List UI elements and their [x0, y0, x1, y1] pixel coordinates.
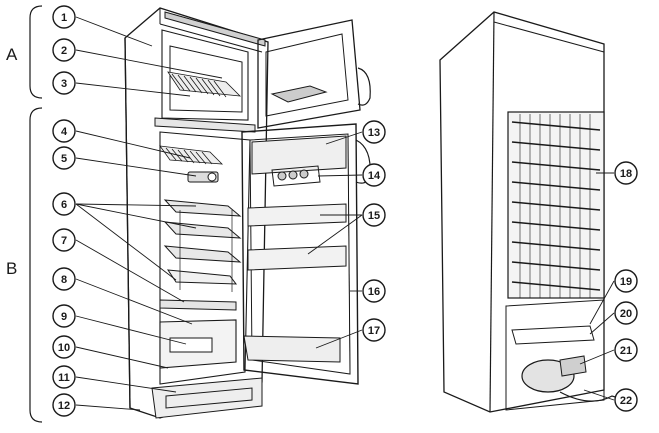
callout-number: 6 — [61, 199, 67, 211]
callout-number: 16 — [368, 286, 380, 298]
callout-5: 5 — [52, 146, 76, 170]
egg-cup — [277, 171, 287, 181]
compartment-separator — [154, 117, 256, 133]
cabinet-side — [124, 37, 131, 409]
callout-6: 6 — [52, 192, 76, 216]
fridge-door-inner — [249, 133, 351, 375]
callout-19: 19 — [614, 269, 638, 293]
section-label-a: A — [6, 45, 18, 64]
bracket-a — [29, 5, 43, 99]
callout-number: 4 — [61, 126, 68, 138]
callout-number: 19 — [620, 276, 632, 288]
door-shelf-bottle — [243, 335, 341, 363]
callout-number: 11 — [58, 372, 70, 384]
dairy-compartment — [251, 135, 347, 175]
fridge-rear — [439, 11, 631, 413]
glass-shelves — [163, 199, 242, 292]
callout-number: 21 — [620, 345, 632, 357]
rear-side-edge — [489, 11, 495, 413]
crisper-handle — [169, 337, 213, 353]
callout-number: 10 — [58, 342, 70, 354]
callout-18: 18 — [614, 161, 638, 185]
callout-number: 8 — [61, 274, 67, 286]
callout-4: 4 — [52, 119, 76, 143]
section-brackets: A B — [6, 5, 43, 423]
freezer-shelf-grid — [167, 71, 242, 98]
freezer-door-handle — [357, 67, 371, 106]
callout-number: 15 — [368, 210, 380, 222]
callout-3: 3 — [52, 71, 76, 95]
callout-number: 17 — [368, 325, 380, 337]
fridge-front — [124, 7, 269, 419]
ice-tray — [270, 85, 328, 103]
callout-number: 18 — [620, 168, 632, 180]
compressor-bay — [505, 299, 605, 411]
top-hinge-strip — [164, 11, 266, 47]
fridge-door — [241, 123, 371, 385]
condenser-wires — [519, 114, 591, 298]
egg-tray — [271, 165, 321, 187]
freezer-back — [169, 45, 243, 113]
freezer-door — [257, 19, 371, 129]
leader-lines — [75, 16, 615, 411]
callout-16: 16 — [362, 279, 386, 303]
callout-number: 14 — [368, 170, 381, 182]
drip-tray — [511, 325, 595, 345]
callout-20: 20 — [614, 301, 638, 325]
compressor-relay — [559, 355, 587, 377]
cabinet-top — [159, 8, 263, 53]
freezer-door-outline — [257, 19, 361, 129]
section-label-b: B — [6, 259, 17, 278]
rear-top-edge — [493, 12, 605, 53]
callout-2: 2 — [52, 38, 76, 62]
callout-11: 11 — [52, 365, 76, 389]
callouts: 1 2 3 4 5 6 7 8 — [52, 5, 638, 417]
kick-plate — [151, 377, 263, 419]
callout-number: 3 — [61, 78, 67, 90]
callout-17: 17 — [362, 318, 386, 342]
callout-21: 21 — [614, 338, 638, 362]
bracket-b — [29, 107, 43, 423]
callout-number: 12 — [58, 400, 70, 412]
kick-plate-grille — [165, 387, 253, 409]
callout-number: 9 — [61, 311, 67, 323]
egg-cup — [288, 170, 298, 180]
fridge-evaporator — [159, 145, 224, 165]
callout-15: 15 — [362, 203, 386, 227]
condenser-frame — [507, 111, 605, 299]
callout-12: 12 — [52, 393, 76, 417]
callout-number: 7 — [61, 235, 67, 247]
door-shelf-upper — [247, 203, 347, 227]
fridge-door-outline — [241, 123, 359, 385]
callout-1: 1 — [52, 5, 76, 29]
callout-10: 10 — [52, 335, 76, 359]
callout-number: 22 — [620, 395, 632, 407]
callout-7: 7 — [52, 228, 76, 252]
callout-22: 22 — [614, 388, 638, 412]
callout-8: 8 — [52, 267, 76, 291]
callout-number: 20 — [620, 308, 632, 320]
door-shelf-middle — [247, 245, 347, 271]
callout-9: 9 — [52, 304, 76, 328]
callout-number: 1 — [61, 12, 67, 24]
door-gasket — [347, 139, 351, 371]
freezer-compartment — [161, 29, 249, 121]
egg-cup — [299, 169, 309, 179]
callout-number: 13 — [368, 127, 380, 139]
callout-number: 5 — [61, 153, 67, 165]
freezer-door-inner — [265, 33, 349, 117]
crisper-cover — [159, 299, 237, 311]
callout-13: 13 — [362, 120, 386, 144]
callout-14: 14 — [362, 163, 386, 187]
callout-number: 2 — [61, 45, 67, 57]
power-cable — [559, 391, 627, 402]
condenser-coil — [511, 121, 601, 291]
thermostat-knob — [207, 172, 217, 182]
